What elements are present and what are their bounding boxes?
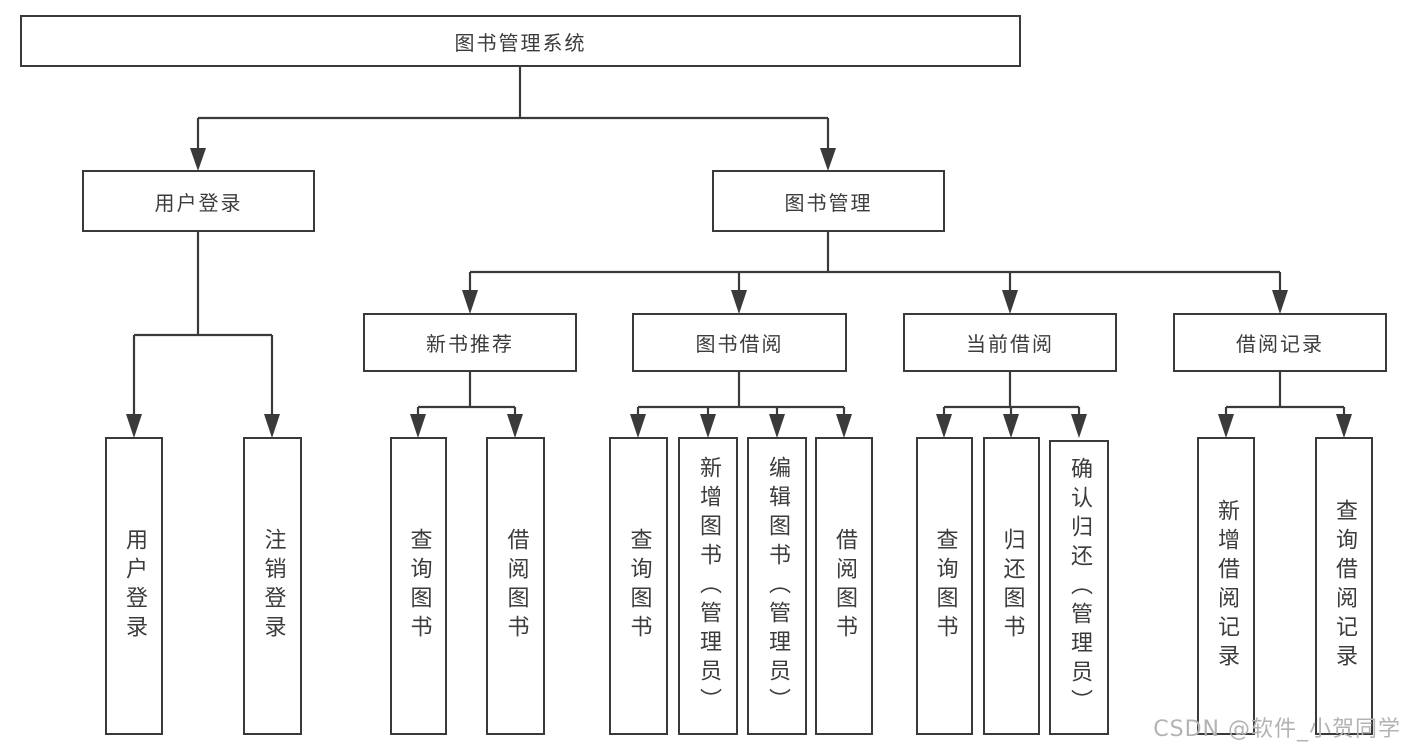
node-current-borrow: 当前借阅 xyxy=(903,313,1117,372)
node-new-book-recommend: 新书推荐 xyxy=(363,313,577,372)
node-user-login: 用户登录 xyxy=(82,170,315,232)
leaf-query-books-current: 查询图书 xyxy=(916,437,973,735)
leaf-borrow-books-borrow: 借阅图书 xyxy=(815,437,873,735)
leaf-add-borrow-record: 新增借阅记录 xyxy=(1197,437,1255,735)
leaf-return-book: 归还图书 xyxy=(983,437,1040,735)
node-book-management: 图书管理 xyxy=(712,170,945,232)
leaf-query-books-borrow: 查询图书 xyxy=(609,437,668,735)
connector-book-borrow-children xyxy=(630,372,852,438)
leaf-query-borrow-record: 查询借阅记录 xyxy=(1315,437,1373,735)
node-root-library-system: 图书管理系统 xyxy=(20,15,1021,67)
leaf-user-login: 用户登录 xyxy=(105,437,163,735)
leaf-query-books-recommend: 查询图书 xyxy=(390,437,447,735)
connector-book-management-children xyxy=(462,232,1288,314)
connector-user-login-children xyxy=(126,232,280,438)
csdn-watermark: CSDN @软件_小贺同学 xyxy=(1153,717,1401,742)
node-borrow-records: 借阅记录 xyxy=(1173,313,1387,372)
leaf-borrow-books-recommend: 借阅图书 xyxy=(486,437,545,735)
connector-root-to-level2 xyxy=(190,67,836,171)
node-book-borrow: 图书借阅 xyxy=(632,313,847,372)
connector-borrow-records-children xyxy=(1218,372,1352,438)
leaf-logout: 注销登录 xyxy=(243,437,302,735)
leaf-confirm-return-admin: 确认归还（管理员） xyxy=(1049,440,1109,735)
connector-current-borrow-children xyxy=(936,372,1087,438)
leaf-add-book-admin: 新增图书（管理员） xyxy=(678,437,738,735)
leaf-edit-book-admin: 编辑图书（管理员） xyxy=(747,437,807,735)
connector-new-book-children xyxy=(410,372,523,438)
